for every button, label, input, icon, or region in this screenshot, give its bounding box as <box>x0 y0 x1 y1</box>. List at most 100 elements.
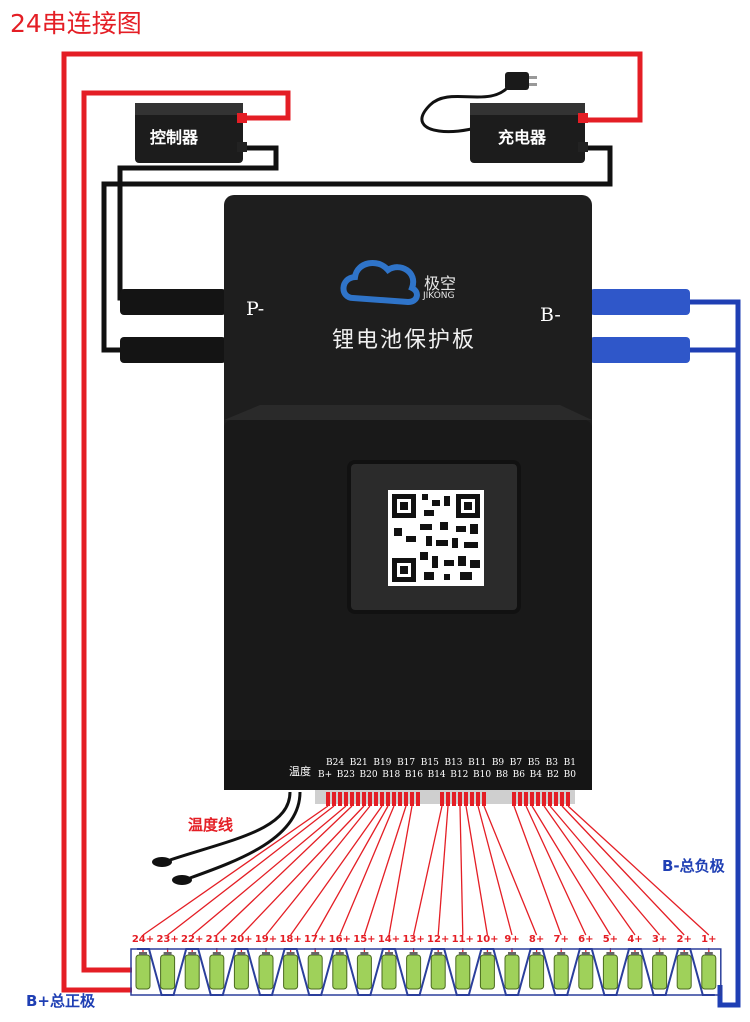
battery-cell <box>381 954 397 990</box>
cloud-logo <box>340 259 420 306</box>
charger-label: 充电器 <box>498 128 547 147</box>
balance-wire <box>265 805 371 936</box>
cell-terminal <box>680 952 689 955</box>
pin-label: B3 <box>545 758 559 768</box>
battery-cell <box>529 954 545 990</box>
port-b-minus: B- <box>540 304 561 326</box>
balance-wire <box>240 805 365 936</box>
temp-port-label: 温度 <box>289 765 311 778</box>
balance-wire <box>191 805 347 936</box>
bms-name: 锂电池保护板 <box>332 328 477 353</box>
cell-pack-frame <box>130 948 722 996</box>
b-minus-cable-2 <box>590 337 690 363</box>
cell-label: 5+ <box>602 934 619 945</box>
pin-label: B19 <box>373 758 392 768</box>
cell-terminal <box>508 952 516 955</box>
cell-label: 4+ <box>627 934 643 945</box>
balance-wire <box>167 805 335 936</box>
battery-cell <box>627 954 643 990</box>
battery-cell <box>209 954 225 990</box>
battery-cell <box>160 954 176 990</box>
balance-wire <box>561 805 685 936</box>
balance-wire <box>314 805 389 936</box>
cell-terminal <box>212 952 221 955</box>
positive-terminal-label: B+总正极 <box>26 992 96 1010</box>
charger-cord <box>420 83 512 134</box>
battery-cell <box>553 954 569 990</box>
cell-terminal <box>163 952 172 955</box>
battery-cell <box>258 954 274 990</box>
temp-wire-label: 温度线 <box>188 816 234 834</box>
temp-wire-2 <box>189 791 302 880</box>
battery-cell <box>602 954 618 990</box>
pin-label: B7 <box>509 758 523 768</box>
p-minus-cable-1 <box>120 289 226 315</box>
connector-pins <box>326 792 570 806</box>
battery-cell <box>701 954 717 990</box>
balance-wire <box>339 805 395 936</box>
cell-terminal <box>655 952 664 955</box>
cell-terminal <box>335 952 344 955</box>
cell-label: 20+ <box>230 934 253 945</box>
battery-cell <box>135 954 151 990</box>
blue-wire-negative <box>690 299 741 1008</box>
temp-wire-1 <box>169 791 292 862</box>
cell-terminal <box>139 952 147 955</box>
balance-wire <box>290 805 383 936</box>
pin-label: B8 <box>495 770 509 780</box>
cell-label: 13+ <box>402 934 425 945</box>
battery-cell <box>455 954 471 990</box>
cell-terminal <box>360 952 369 955</box>
cell-terminal <box>581 952 590 955</box>
cell-terminal <box>409 952 418 955</box>
balance-wire <box>142 805 329 936</box>
cell-label: 12+ <box>427 934 450 945</box>
pin-label: B21 <box>349 758 368 768</box>
cell-label: 7+ <box>553 934 569 945</box>
pin-label: B20 <box>359 770 378 780</box>
battery-cell <box>578 954 594 990</box>
pin-label: B17 <box>397 758 416 768</box>
cell-terminal <box>557 952 566 955</box>
cell-terminal <box>631 952 639 955</box>
pin-label: B24 <box>326 758 345 768</box>
cell-terminal <box>606 952 615 955</box>
cell-terminal <box>262 952 270 955</box>
pin-label: B6 <box>512 770 526 780</box>
cell-terminal <box>237 952 246 955</box>
cell-terminal <box>311 952 320 955</box>
balance-wire <box>483 805 538 936</box>
balance-wire <box>437 805 449 936</box>
pin-label: B+ <box>318 770 333 780</box>
pin-label: B13 <box>444 758 463 768</box>
balance-wire <box>477 805 513 936</box>
cell-label: 14+ <box>377 934 401 945</box>
balance-wire <box>363 805 407 936</box>
cell-label: 24+ <box>131 934 155 945</box>
battery-cell <box>676 954 692 990</box>
balance-wire <box>459 805 464 936</box>
cell-terminal <box>532 952 541 955</box>
balance-wire <box>525 805 587 936</box>
pin-label: B14 <box>427 770 446 780</box>
charger-box <box>470 103 585 163</box>
pin-label: B1 <box>563 758 576 768</box>
battery-cell <box>356 954 372 990</box>
cell-label: 22+ <box>181 934 204 945</box>
negative-terminal-label: B-总负极 <box>662 857 725 875</box>
pin-label: B12 <box>450 770 469 780</box>
cell-terminal <box>458 952 467 955</box>
battery-cell <box>184 954 200 990</box>
pin-label: B16 <box>404 770 423 780</box>
balance-wire <box>513 805 562 936</box>
pin-label: B18 <box>382 770 401 780</box>
diagram-title: 24串连接图 <box>10 9 142 38</box>
battery-pack <box>130 948 722 996</box>
balance-wire <box>465 805 489 936</box>
controller-box <box>135 103 243 163</box>
brand-en: JIKONG <box>423 291 455 301</box>
cell-label: 21+ <box>205 934 228 945</box>
cell-label: 1+ <box>701 934 717 945</box>
